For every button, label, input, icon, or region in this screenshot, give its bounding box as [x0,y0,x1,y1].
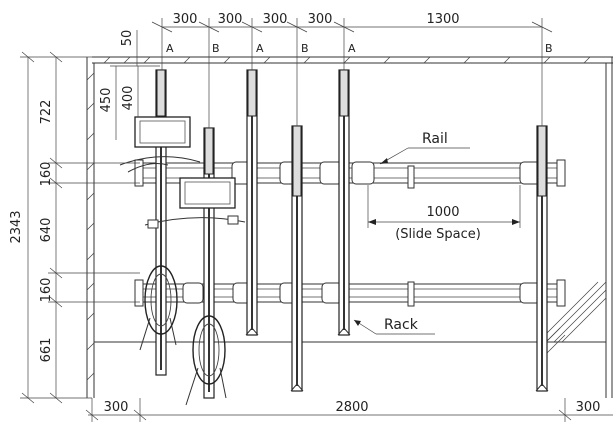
rack-letter-4: B [301,42,309,55]
bottom-dim-2: 2800 [335,400,368,415]
top-dim-3: 300 [263,12,288,27]
rack-label: Rack [384,317,419,333]
left-dim-661: 661 [39,338,54,363]
left-dim-400: 400 [121,86,136,111]
rail-callout [379,147,470,165]
bicycle-b [144,177,246,406]
left-wall [86,57,95,398]
rack-a3 [337,69,351,336]
top-wall [92,56,613,64]
rack-b1 [203,127,215,399]
bottom-dim-3: 300 [576,400,601,415]
rack-letter-6: B [545,42,553,55]
rack-a2 [245,69,259,336]
top-dim-4: 300 [308,12,333,27]
top-dim-2: 300 [218,12,243,27]
rack-callout [353,319,435,335]
top-dim-5: 1300 [426,12,459,27]
left-dim-160-lower: 160 [39,278,54,303]
top-dimension-lines [151,18,553,128]
left-dimension-lines [20,30,160,404]
slide-space-dimension [367,185,521,228]
left-dim-722: 722 [39,100,54,125]
top-dim-1: 300 [173,12,198,27]
rack-letter-5: A [348,42,356,55]
rack-b2 [290,125,304,392]
rail-label: Rail [422,131,448,147]
right-wall [605,57,613,398]
left-dim-640: 640 [39,218,54,243]
left-dim-50: 50 [120,30,135,47]
left-dim-450: 450 [99,88,114,113]
rack-letter-1: A [166,42,174,55]
rack-letter-3: A [256,42,264,55]
bottom-dim-1: 300 [104,400,129,415]
bottom-dimension-lines [85,398,613,422]
left-dim-2343: 2343 [9,210,24,243]
slide-space-label: (Slide Space) [395,227,481,242]
rack-b3 [535,125,549,392]
slide-space-value: 1000 [426,205,459,220]
lower-rail [134,279,566,307]
rack-letter-2: B [212,42,220,55]
left-dim-160-upper: 160 [39,162,54,187]
bicycle-a [119,116,201,351]
